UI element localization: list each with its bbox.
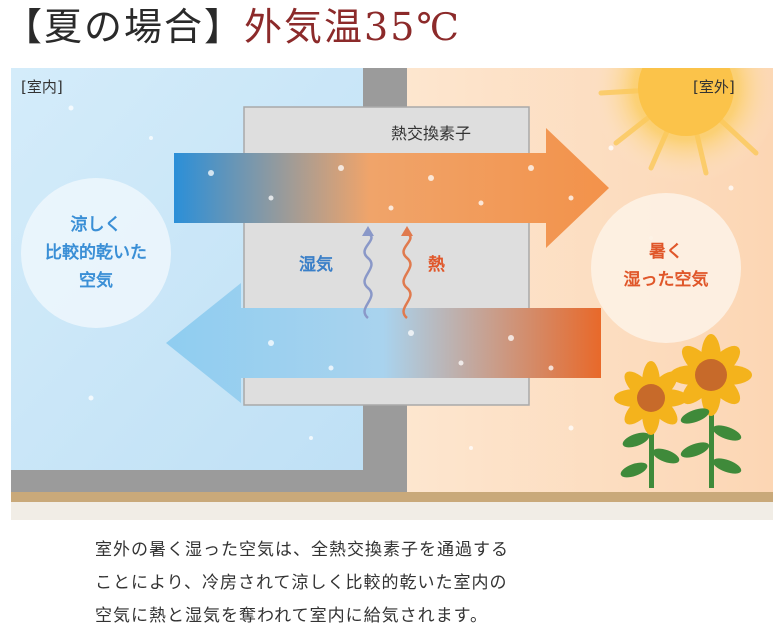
indoor-circle-line: 比較的乾いた: [45, 243, 147, 263]
humidity-wave-icon: [362, 226, 374, 319]
caption-line: 空気に熱と湿気を奪われて室内に給気されます。: [95, 606, 488, 626]
top-airflow-arrow: [174, 128, 609, 248]
indoor-label: [室内]: [21, 78, 63, 96]
ground: [11, 492, 773, 502]
caption: 室外の暑く湿った空気は、全熱交換素子を通過する ことにより、冷房されて涼しく比較…: [95, 534, 695, 633]
heat-wave-icon: [401, 226, 413, 319]
caption-line: 室外の暑く湿った空気は、全熱交換素子を通過する: [95, 540, 509, 560]
heat-label: 熱: [428, 255, 445, 275]
humidity-label: 湿気: [299, 255, 333, 275]
caption-line: ことにより、冷房されて涼しく比較的乾いた室内の: [95, 573, 508, 593]
exchanger-label: 熱交換素子: [391, 124, 472, 143]
outdoor-air-circle: [591, 193, 741, 343]
floor-wall: [11, 470, 407, 492]
diagram-scene: [室内] [室外] 熱交換素子 涼しく 比較的乾いた 空気 暑く 湿った空気 湿…: [11, 68, 773, 520]
sunflower-icon: [614, 334, 752, 488]
title-season: 【夏の場合】: [4, 5, 245, 49]
outdoor-label: [室外]: [693, 78, 735, 96]
diagram-graphic: [11, 68, 773, 520]
outdoor-circle-text: 暑く 湿った空気: [591, 238, 741, 294]
sun-icon: [591, 68, 773, 183]
indoor-circle-line: 涼しく: [70, 215, 122, 235]
bottom-airflow-arrow: [166, 283, 601, 403]
page-title: 【夏の場合】外気温35℃: [4, 2, 461, 52]
indoor-circle-line: 空気: [79, 271, 113, 291]
sparkles: [68, 105, 734, 450]
indoor-air-circle: [21, 178, 171, 328]
indoor-circle-text: 涼しく 比較的乾いた 空気: [21, 211, 171, 295]
title-temperature: 外気温35℃: [244, 5, 461, 49]
outdoor-circle-line: 暑く: [649, 242, 683, 262]
outdoor-circle-line: 湿った空気: [623, 270, 709, 290]
